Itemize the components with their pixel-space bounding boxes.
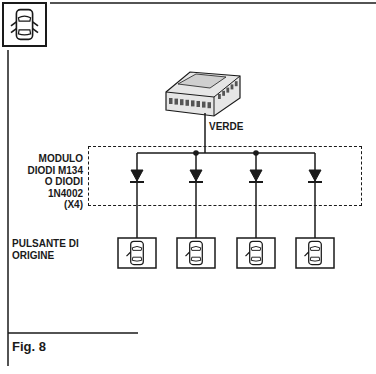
pushbutton-label: PULSANTE DI ORIGINE <box>12 238 82 261</box>
car-icon <box>127 241 144 264</box>
car-icon <box>11 10 38 40</box>
frame-line <box>50 2 376 4</box>
car-icon <box>246 241 263 264</box>
diode-module-box: MODULO DIODI M134 O DIODI 1N4002 (X4) <box>88 146 362 206</box>
car-icon <box>305 241 322 264</box>
diode-symbol <box>190 170 202 181</box>
door-pushbutton <box>118 238 156 268</box>
diode-wire <box>136 153 138 238</box>
alarm-control-unit <box>166 72 240 116</box>
module-heading: MODULO DIODI M134 O DIODI 1N4002 (X4) <box>27 153 83 211</box>
diode-bar <box>189 181 203 183</box>
frame-line <box>7 50 9 366</box>
diode-symbol <box>250 170 262 181</box>
door-pushbutton <box>296 238 334 268</box>
diode-wire <box>255 153 257 238</box>
diode-bar <box>249 181 263 183</box>
icon-frame <box>3 3 46 46</box>
diode-bar <box>130 181 144 183</box>
figure-caption: Fig. 8 <box>12 340 46 355</box>
diode-bar <box>308 181 322 183</box>
diode-wire <box>195 153 197 238</box>
diode-wire <box>314 153 316 238</box>
door-pushbutton <box>237 238 275 268</box>
diode-symbol <box>131 170 143 181</box>
bus-wire <box>137 152 315 154</box>
green-wire <box>204 113 206 153</box>
door-pushbutton <box>177 238 215 268</box>
wire-color-label: VERDE <box>209 121 243 133</box>
diode-symbol <box>309 170 321 181</box>
car-icon <box>186 241 203 264</box>
frame-line <box>8 332 138 334</box>
